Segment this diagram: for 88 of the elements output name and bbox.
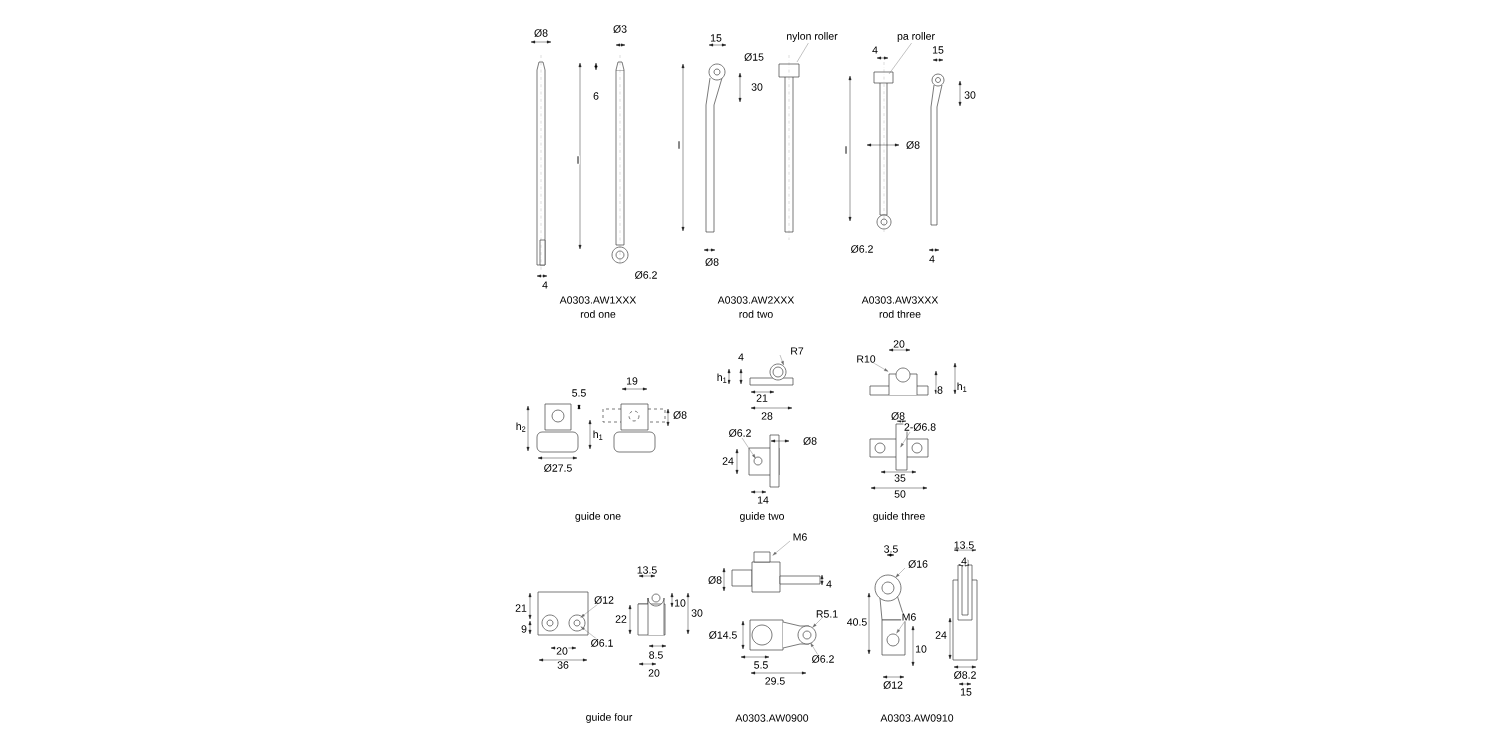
dimension-label: 8: [936, 385, 944, 395]
dimension-label: h$_{2}$: [515, 421, 527, 433]
callout-label: nylon roller: [787, 32, 838, 42]
dimension-label: 24: [721, 456, 735, 466]
dimension-label: 28: [760, 411, 774, 421]
dimension-label: Ø16: [907, 559, 929, 569]
dimension-label: 40.5: [846, 617, 868, 627]
part-name: rod three: [878, 309, 922, 319]
dimension-label: Ø27.5: [543, 463, 573, 473]
part-number: A0303.AW2XXX: [717, 295, 795, 305]
dimension-label: 2-Ø6.8: [903, 422, 937, 432]
callout-label: pa roller: [897, 32, 935, 42]
part-name: guide two: [738, 511, 786, 523]
dimension-label: 50: [893, 489, 907, 499]
part-number: A0303.AW3XXX: [861, 295, 939, 305]
dimension-label: 5.5: [571, 388, 587, 398]
dimension-label: Ø8: [890, 411, 906, 421]
dimension-label: 13.5: [953, 540, 975, 550]
leader-line: [888, 42, 912, 75]
part-number: A0303.AW0900: [734, 713, 810, 723]
dimension-label: 15: [709, 33, 723, 43]
dimension-label: Ø3: [612, 24, 628, 34]
leader-line: [796, 42, 809, 63]
dimension-label: M6: [792, 532, 808, 542]
dimension-label: 30: [690, 608, 704, 618]
dimension-label: Ø15: [743, 52, 765, 62]
dimension-label: 8.5: [648, 650, 664, 660]
dimension-label: Ø14.5: [708, 630, 738, 640]
dimension-label: 10: [914, 644, 928, 654]
dimension-label: h$_{1}$: [956, 381, 968, 393]
dimension-label: 20: [555, 646, 569, 656]
dimension-label: h$_{1}$: [716, 372, 728, 384]
part-name: rod two: [738, 309, 774, 319]
dimension-label: 22: [614, 614, 628, 624]
dimension-label: 36: [556, 660, 570, 670]
part-name: rod one: [579, 309, 617, 319]
dimension-label: Ø8.2: [953, 670, 977, 680]
dimension-label: h$_{1}$: [592, 429, 604, 441]
dimension-label: l: [576, 155, 580, 165]
dimension-label: 21: [755, 393, 769, 403]
dimension-label: 14: [756, 495, 770, 505]
part-number: A0303.AW1XXX: [559, 295, 637, 305]
dimension-label: 20: [892, 339, 906, 349]
dimension-label: Ø8: [672, 410, 688, 420]
part-name: guide one: [574, 511, 622, 523]
dimension-label: l: [844, 145, 848, 155]
dimension-label: 4: [737, 352, 745, 362]
dimension-label: Ø8: [905, 140, 921, 150]
dimension-label: R10: [855, 354, 877, 364]
dimension-label: 6: [592, 91, 600, 101]
dimension-label: R7: [789, 346, 805, 356]
part-number: A0303.AW0910: [879, 713, 955, 723]
dimension-label: Ø6.2: [811, 654, 835, 664]
dimension-label: 29.5: [764, 676, 786, 686]
dimension-label: 20: [647, 668, 661, 678]
dimension-label: 4: [960, 556, 968, 566]
dimension-label: Ø6.2: [728, 428, 752, 438]
dimension-label: 21: [514, 603, 528, 613]
dimension-label: Ø12: [593, 595, 615, 605]
dimension-label: 3.5: [883, 544, 899, 554]
part-name: guide three: [872, 511, 926, 523]
dimension-label: 35: [893, 473, 907, 483]
dimension-label: 30: [750, 82, 764, 92]
dimension-label: 15: [931, 45, 945, 55]
dimension-label: 13.5: [636, 565, 658, 575]
dimension-label: Ø8: [802, 436, 818, 446]
dimension-label: Ø12: [882, 680, 904, 690]
dimension-label: M6: [901, 612, 917, 622]
dimension-label: l: [677, 140, 681, 150]
dimension-label: 15: [959, 687, 973, 697]
dimension-label: 4: [825, 579, 833, 589]
dimension-label: 9: [520, 624, 528, 634]
dimension-label: 4: [541, 280, 549, 290]
dimension-label: Ø8: [533, 28, 549, 38]
dimension-label: R5.1: [815, 609, 839, 619]
dimension-label: Ø8: [704, 257, 720, 267]
dimension-label: 19: [625, 376, 639, 386]
dimension-label: 4: [928, 254, 936, 264]
dimension-label: Ø8: [707, 575, 723, 585]
dimension-label: 5.5: [753, 660, 769, 670]
dimension-label: 30: [963, 90, 977, 100]
part-name: guide four: [585, 712, 633, 724]
dimension-label: 24: [934, 630, 948, 640]
dimension-label: Ø6.2: [850, 244, 874, 254]
dimension-label: 10: [673, 598, 687, 608]
dimension-label: Ø6.2: [634, 270, 658, 280]
dimension-label: 4: [871, 45, 879, 55]
dimension-label: Ø6.1: [590, 638, 614, 648]
